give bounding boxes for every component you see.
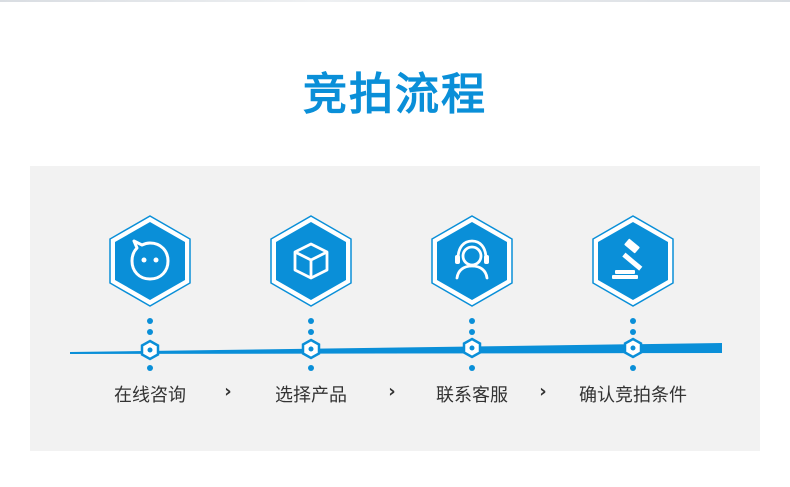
step-label-3: 联系客服 — [436, 385, 508, 406]
auction-gavel-icon — [592, 215, 674, 307]
step-label-4: 确认竞拍条件 — [579, 385, 687, 406]
chevron-right-icon: › — [539, 381, 547, 402]
top-divider — [0, 0, 790, 2]
step-label-2: 选择产品 — [275, 385, 347, 406]
headset-agent-icon — [431, 215, 513, 307]
chevron-right-icon: › — [388, 381, 396, 402]
process-panel — [30, 166, 760, 451]
cube-icon — [270, 215, 352, 307]
step-label-1: 在线咨询 — [114, 385, 186, 406]
chat-bubble-icon — [109, 215, 191, 307]
chevron-right-icon: › — [224, 381, 232, 402]
page-title: 竞拍流程 — [303, 69, 487, 120]
